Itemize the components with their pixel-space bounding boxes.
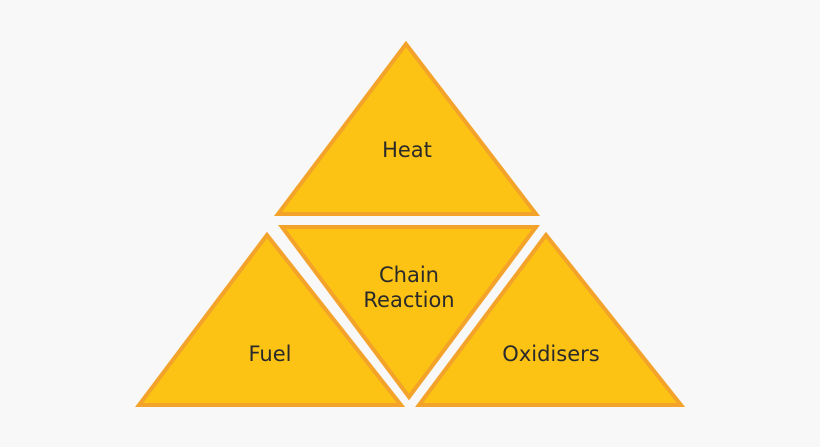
fuel-triangle-shape bbox=[134, 231, 406, 407]
chain-reaction-triangle: Chain Reaction bbox=[278, 225, 540, 401]
oxidisers-label: Oxidisers bbox=[502, 342, 599, 366]
oxidisers-triangle-shape bbox=[415, 231, 686, 407]
chain-reaction-label-line2: Reaction bbox=[363, 288, 454, 312]
chain-reaction-triangle-shape bbox=[278, 225, 540, 401]
fuel-label: Fuel bbox=[249, 342, 292, 366]
chain-reaction-label-line1: Chain bbox=[379, 263, 439, 287]
heat-triangle: Heat bbox=[273, 40, 541, 216]
heat-triangle-shape bbox=[273, 40, 541, 216]
heat-label: Heat bbox=[382, 138, 432, 162]
fuel-triangle: Fuel bbox=[134, 231, 406, 407]
oxidisers-triangle: Oxidisers bbox=[415, 231, 686, 407]
